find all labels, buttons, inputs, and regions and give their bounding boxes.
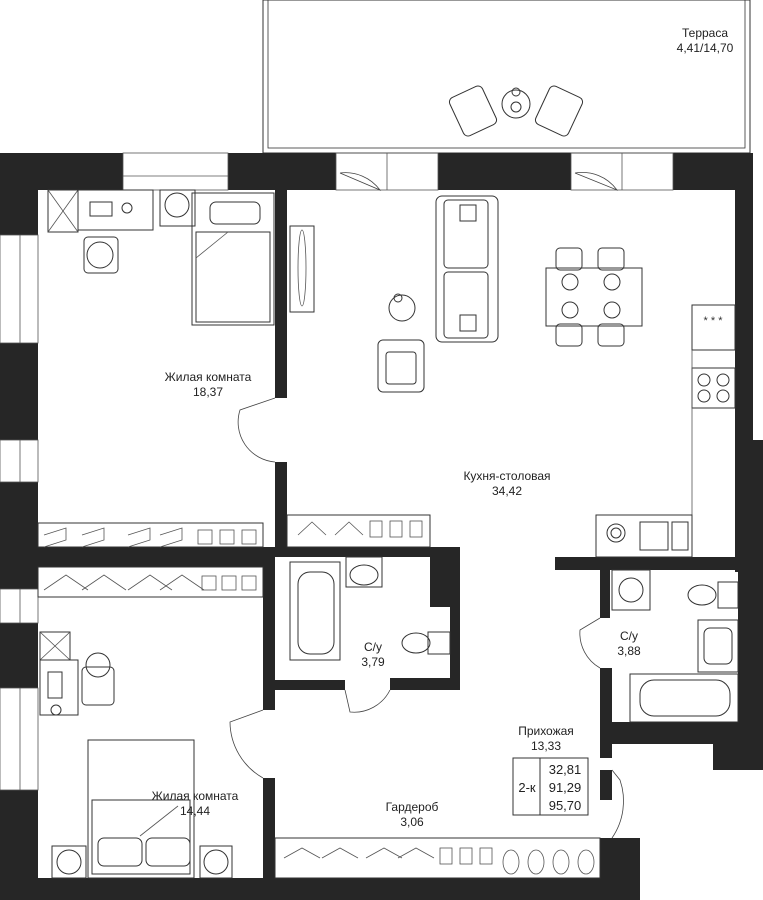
room-label-kitchen: Кухня-столовая 34,42 xyxy=(463,469,550,498)
wardrobe-area: 3,06 xyxy=(400,815,424,829)
room-label-wardrobe: Гардероб 3,06 xyxy=(386,800,439,829)
hall-area: 13,33 xyxy=(531,739,561,753)
summary-value: 95,70 xyxy=(549,798,582,813)
walls xyxy=(0,153,763,900)
terrace-table xyxy=(501,87,531,119)
apartment-type: 2-к xyxy=(518,780,536,795)
kitchen-area: 34,42 xyxy=(492,484,522,498)
living1-area: 18,37 xyxy=(193,385,223,399)
doors xyxy=(229,172,624,839)
terrace-area: 4,41/14,70 xyxy=(677,41,734,55)
room-label-hall: Прихожая 13,33 xyxy=(518,724,574,753)
room-label-living1: Жилая комната 18,37 xyxy=(165,370,252,399)
bath2-area: 3,88 xyxy=(617,644,641,658)
living2-furniture xyxy=(37,566,264,879)
bath2-furniture xyxy=(611,569,739,723)
windows xyxy=(0,152,674,791)
svg-text:* * *: * * * xyxy=(704,315,724,327)
apartment-summary: 2-к 32,81 91,29 95,70 xyxy=(512,757,589,816)
terrace-chair-right xyxy=(534,85,584,137)
room-label-terrace: Терраса 4,41/14,70 xyxy=(677,26,734,55)
summary-value: 32,81 xyxy=(549,762,582,777)
bath1-name: С/у xyxy=(364,640,382,654)
bath1-furniture xyxy=(289,556,451,661)
kitchen-name: Кухня-столовая xyxy=(463,469,550,483)
room-label-bath2: С/у 3,88 xyxy=(617,629,641,658)
room-label-living2: Жилая комната 14,44 xyxy=(152,789,239,818)
room-label-bath1: С/у 3,79 xyxy=(361,640,385,669)
living2-name: Жилая комната xyxy=(152,789,239,803)
terrace-name: Терраса xyxy=(682,26,728,40)
bath1-area: 3,79 xyxy=(361,655,385,669)
wardrobe-furniture xyxy=(274,837,601,879)
terrace xyxy=(262,0,751,154)
kitchen-furniture: * * * xyxy=(286,195,736,558)
summary-value: 91,29 xyxy=(549,780,582,795)
terrace-chair-left xyxy=(448,85,498,137)
living1-name: Жилая комната xyxy=(165,370,252,384)
hall-name: Прихожая xyxy=(518,724,574,738)
wardrobe-name: Гардероб xyxy=(386,800,439,814)
living1-furniture xyxy=(37,189,275,548)
bath2-name: С/у xyxy=(620,629,638,643)
living2-area: 14,44 xyxy=(180,804,210,818)
